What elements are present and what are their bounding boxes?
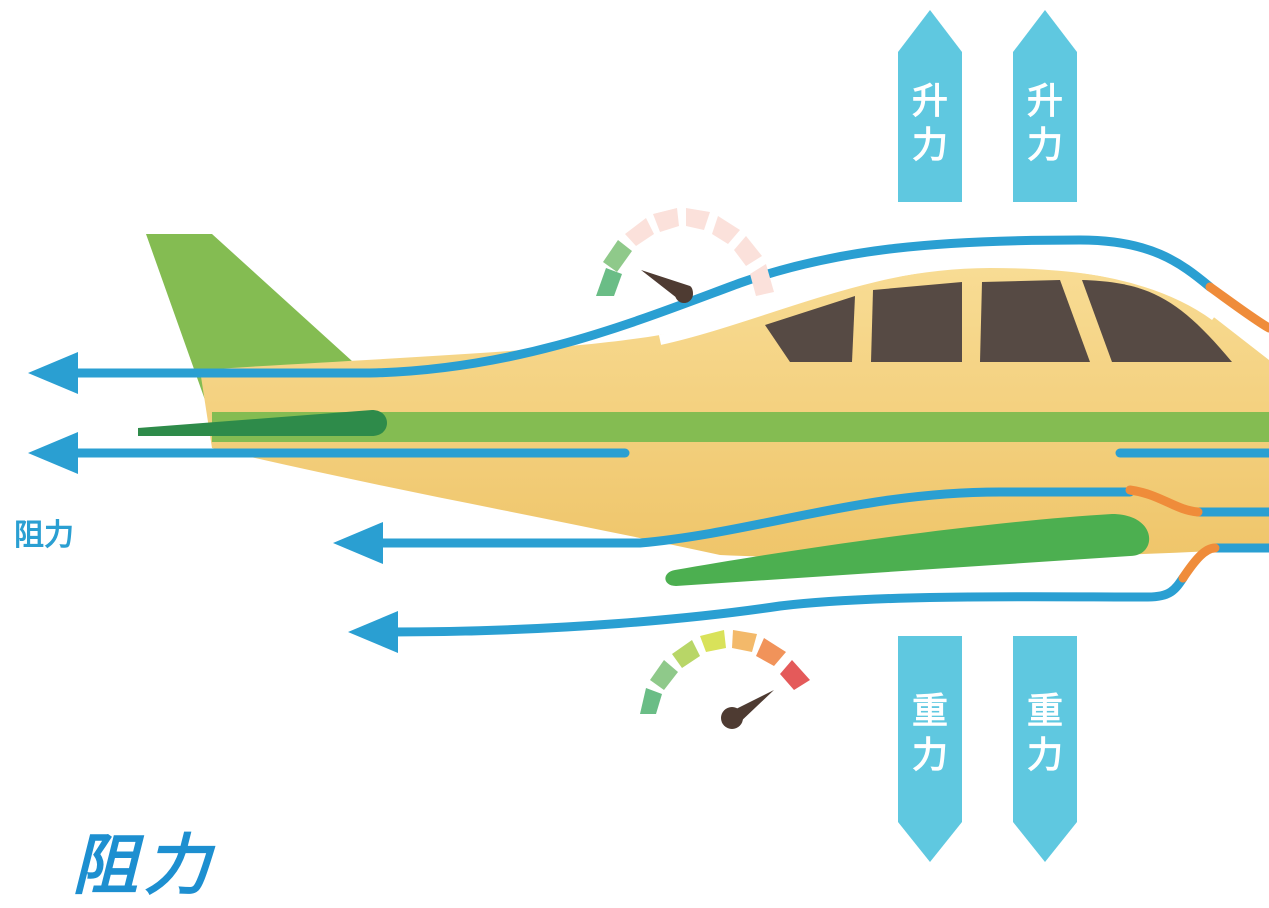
drag-title: 阻力 xyxy=(72,827,216,904)
gravity-arrow-left xyxy=(898,636,962,862)
lift-label-right: 升力 xyxy=(1026,81,1063,166)
airflow-arrowhead xyxy=(28,352,78,394)
horizontal-stabilizer xyxy=(138,410,387,436)
airflow-arrowhead xyxy=(28,432,78,474)
airflow-upper xyxy=(65,235,1215,378)
lift-label-left: 升力 xyxy=(911,81,948,166)
lift-arrow-left xyxy=(898,10,962,202)
airflow-arrowhead xyxy=(348,611,398,653)
wing xyxy=(665,514,1150,586)
gravity-label-right: 重力 xyxy=(1026,691,1063,776)
lift-arrow-right xyxy=(1013,10,1077,202)
gravity-label-left: 重力 xyxy=(911,691,948,776)
cockpit-windows xyxy=(765,280,1232,362)
fuselage-stripe xyxy=(212,412,1269,442)
lower-speed-gauge xyxy=(640,630,810,729)
airflow-arrowhead xyxy=(333,522,383,564)
tail-fin xyxy=(146,234,395,400)
airflow-lower xyxy=(385,573,1188,637)
gravity-arrow-right xyxy=(1013,636,1077,862)
airflow-wing-upper xyxy=(370,487,1135,548)
airplane-airflow-diagram xyxy=(28,10,1269,862)
drag-label: 阻力 xyxy=(14,518,74,553)
upper-speed-gauge xyxy=(596,208,774,303)
